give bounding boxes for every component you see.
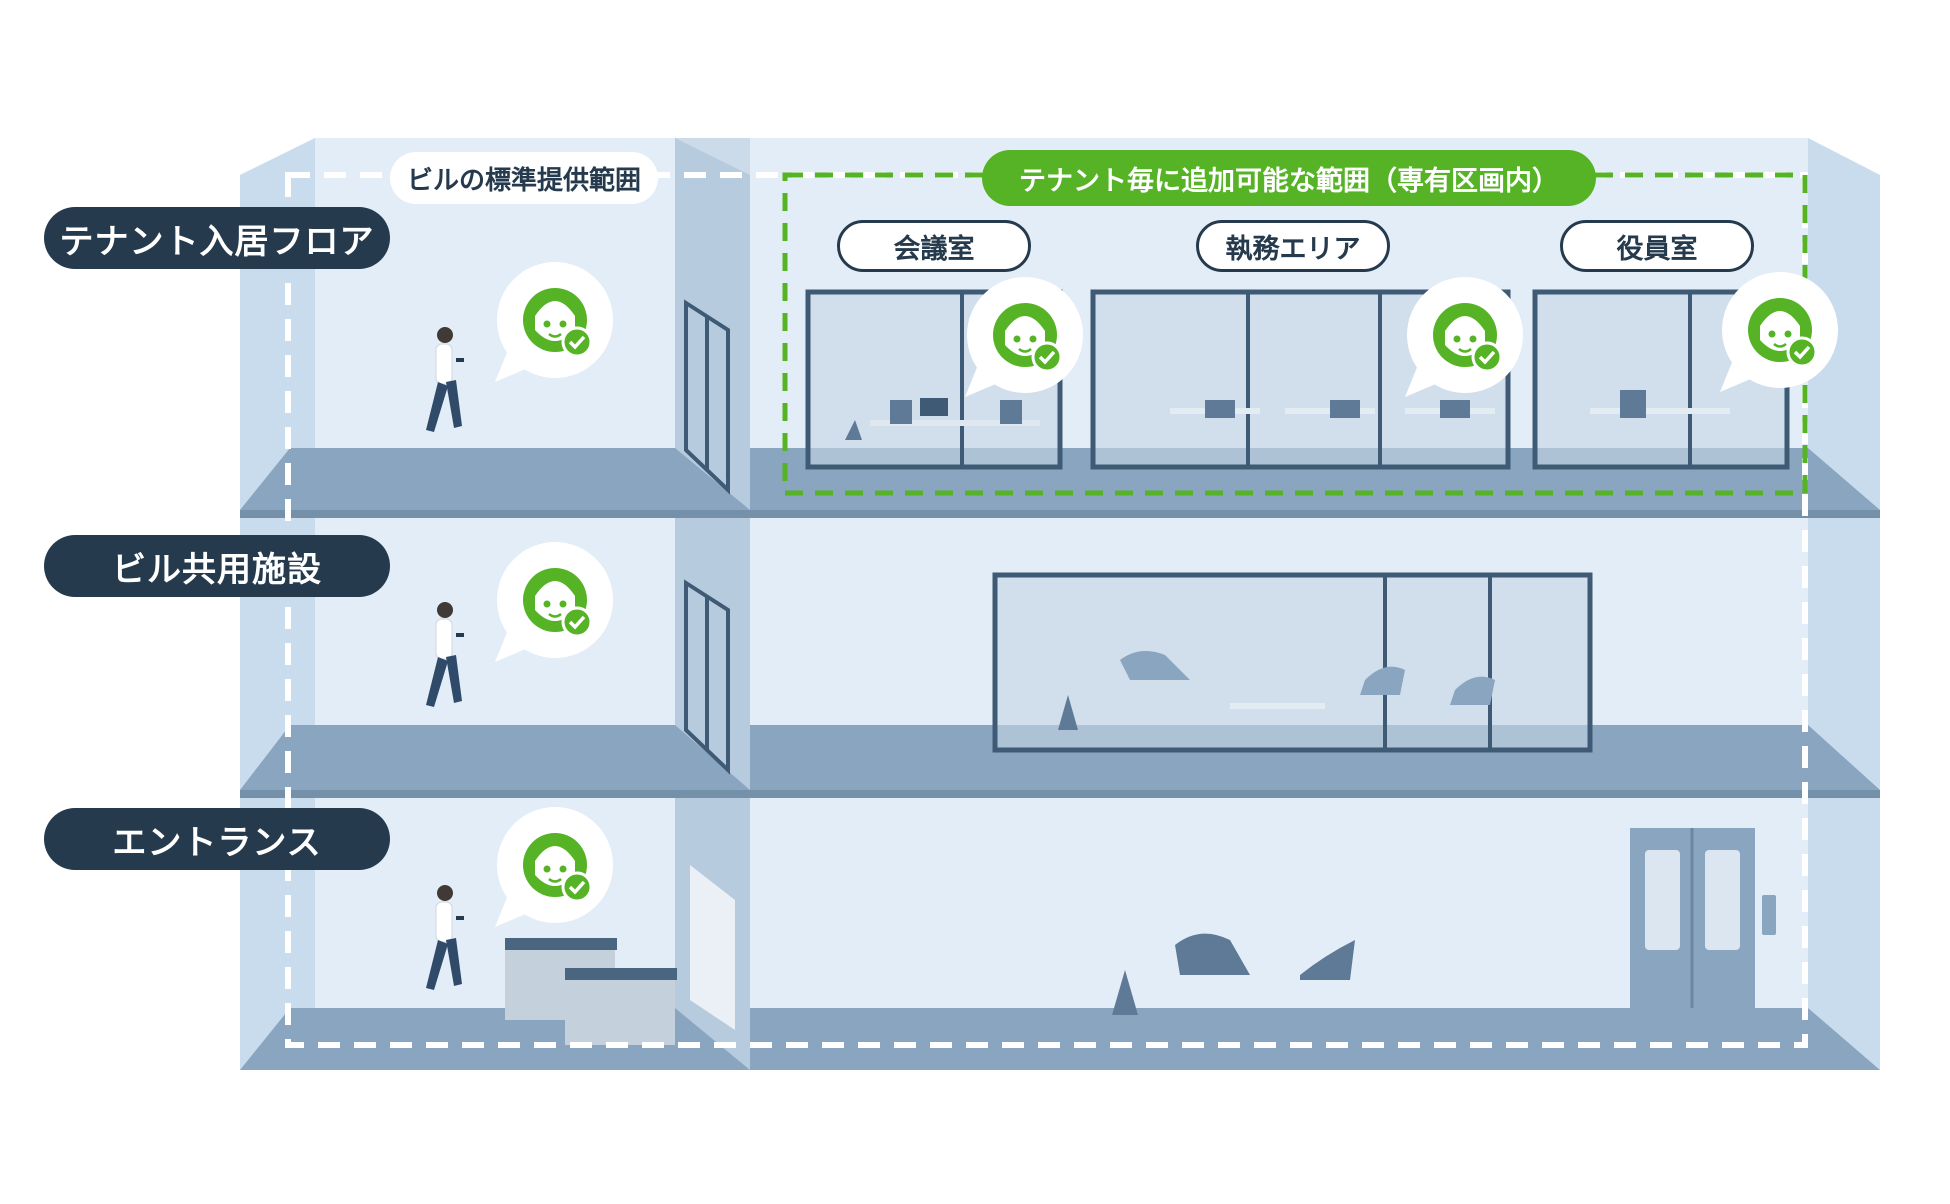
tenant-zone-label: テナント毎に追加可能な範囲（専有区画内） [982,150,1596,206]
person-walking-icon [426,327,464,432]
person-walking-icon [426,885,464,990]
person-walking-icon [426,602,464,707]
entrance-lounge [1112,933,1355,1015]
reception-counter [505,938,677,1045]
stair-doors [684,299,730,775]
floor-label-entrance: エントランス [44,808,390,870]
floor-label-common: ビル共用施設 [44,535,390,597]
lounge [992,572,1593,753]
room-label-meeting: 会議室 [837,220,1031,272]
standard-zone-label: ビルの標準提供範囲 [390,152,658,204]
elevator [1630,828,1776,1008]
room-label-executive: 役員室 [1560,220,1754,272]
floor-label-tenant: テナント入居フロア [44,207,390,269]
room-label-office: 執務エリア [1196,220,1390,272]
